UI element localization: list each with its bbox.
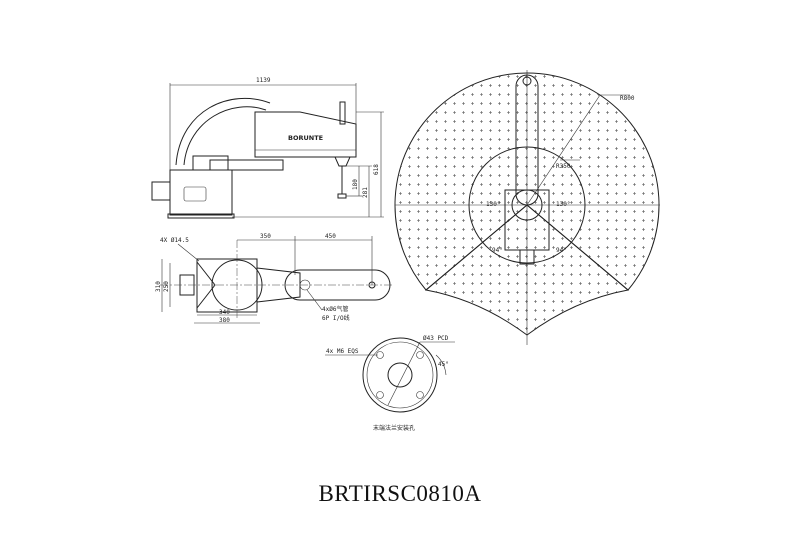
- spline-top: [339, 101, 346, 125]
- flange-view: Ø43 PCD 4x M6 EQS 45° 末端法兰安装孔: [325, 335, 455, 432]
- angle-bottom-right: 94°: [556, 247, 567, 254]
- connector: [151, 181, 171, 201]
- brand-text: BORUNTE: [288, 134, 323, 142]
- holes-label: 4x M6 EQS: [326, 348, 359, 355]
- angle-label: 45°: [438, 361, 449, 368]
- angle-right: 130°: [556, 201, 570, 208]
- pcd-label: Ø43 PCD: [423, 335, 449, 342]
- cable-outer: [175, 97, 271, 166]
- dim-flange-height: 281: [362, 187, 369, 198]
- angle-arc: [435, 354, 447, 376]
- dim-arm1: 350: [260, 233, 271, 240]
- pcd-line: [387, 341, 421, 406]
- outer-radius: R800: [620, 95, 635, 102]
- dim-arm2: 450: [325, 233, 336, 240]
- dim-base-len-outer: 380: [219, 317, 230, 324]
- upper-arm: [254, 111, 357, 158]
- spline-nut: [334, 156, 351, 167]
- note-air: 4xØ6气管: [322, 305, 348, 313]
- dim-height: 618: [373, 164, 380, 175]
- flange-caption: 末端法兰安装孔: [373, 424, 415, 432]
- bolt-hole: [416, 351, 424, 359]
- angle-bottom-left: 94°: [492, 247, 503, 254]
- base-plate: [196, 258, 258, 313]
- angle-left: 130°: [486, 201, 500, 208]
- robot-base: [169, 169, 233, 216]
- workspace-view: R800 R350 130° 130° 94° 94°: [394, 70, 660, 345]
- mount-holes-label: 4X Ø14.5: [160, 237, 189, 244]
- flange: [337, 193, 347, 199]
- leader-line: [177, 243, 200, 262]
- dim-base-inner: 250: [163, 281, 170, 292]
- base-bracket: [196, 261, 216, 309]
- flange-rim: [366, 341, 434, 409]
- leader-line: [306, 289, 323, 311]
- flange-outer: [362, 337, 438, 413]
- model-name: BRTIRSC0810A: [318, 481, 482, 506]
- side-view: BORUNTE 1139 618 180 281: [151, 77, 384, 219]
- bolt-hole: [376, 391, 384, 399]
- cable-inner: [183, 106, 267, 166]
- dim-base-len-inner: 340: [219, 309, 230, 316]
- arm-link-2: [284, 269, 391, 301]
- note-io: 6P I/O线: [322, 314, 350, 322]
- base-foot: [167, 213, 235, 219]
- top-view: 4X Ø14.5 350 450 310 250 340 380 4xØ6气管 …: [155, 233, 392, 324]
- end-shaft: [522, 76, 532, 86]
- connector: [519, 249, 535, 265]
- bolt-hole: [416, 391, 424, 399]
- dim-stroke: 180: [352, 179, 359, 190]
- inner-radius: R350: [556, 163, 571, 170]
- flange-bore: [387, 362, 413, 388]
- radius-line: [526, 94, 601, 206]
- shoulder-circle: [511, 189, 543, 221]
- shoulder-joint: [209, 159, 284, 171]
- dim-width: 1139: [256, 77, 271, 84]
- dim-base-outer: 310: [155, 281, 162, 292]
- base-panel: [183, 186, 207, 202]
